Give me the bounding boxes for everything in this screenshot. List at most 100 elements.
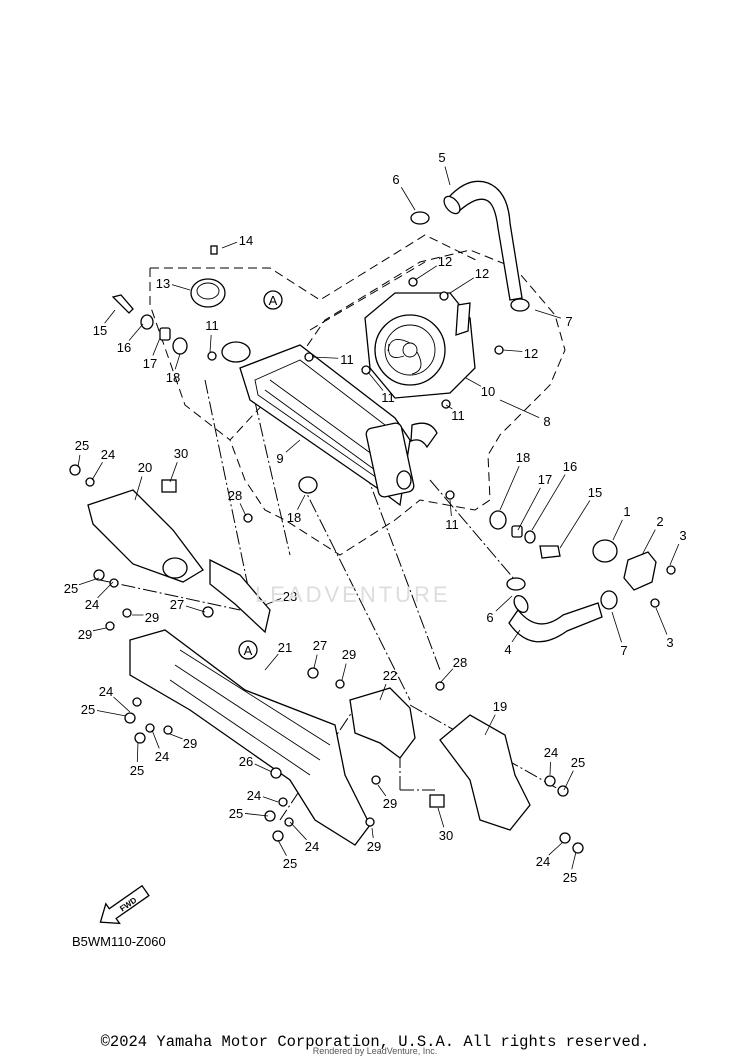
hose-clamp-7a	[510, 298, 530, 312]
callout-number-24: 24	[101, 447, 115, 462]
callout-number-6: 6	[392, 172, 399, 187]
callout-leader	[113, 696, 131, 713]
callout-number-16: 16	[563, 459, 577, 474]
bolt-15a	[111, 294, 134, 314]
callout-leader	[78, 577, 100, 586]
callout-number-30: 30	[439, 828, 453, 843]
callout-leader	[549, 761, 551, 776]
bracket-23	[209, 558, 271, 634]
callout-leader	[499, 399, 540, 419]
callout-number-7: 7	[565, 314, 572, 329]
callout-leader	[341, 663, 347, 681]
callout-number-21: 21	[278, 640, 292, 655]
callout-number-25: 25	[64, 581, 78, 596]
callout-number-12: 12	[475, 266, 489, 281]
callout-number-3: 3	[666, 635, 673, 650]
callout-number-19: 19	[493, 699, 507, 714]
hose-clamp-6b	[506, 577, 526, 591]
callout-leader	[134, 476, 143, 501]
callout-leader	[400, 187, 416, 211]
callout-number-17: 17	[143, 356, 157, 371]
callout-number-10: 10	[481, 384, 495, 399]
callout-leader	[465, 377, 482, 387]
callout-leader	[444, 166, 451, 186]
washer-16b	[524, 530, 536, 544]
callout-number-11: 11	[205, 318, 219, 333]
thermostat-housing-1	[592, 539, 618, 563]
callout-number-29: 29	[78, 627, 92, 642]
callout-leader	[495, 595, 513, 612]
callout-leader	[97, 581, 114, 599]
callout-leader	[502, 349, 523, 352]
callout-leader	[289, 821, 307, 841]
callout-leader	[262, 796, 279, 803]
washer-16a	[140, 314, 154, 330]
callout-leader	[437, 807, 445, 828]
callout-leader	[128, 323, 144, 341]
callout-leader	[209, 334, 212, 353]
callout-leader	[559, 500, 591, 549]
callout-leader	[277, 839, 287, 856]
callout-number-29: 29	[145, 610, 159, 625]
assembly-outline-upper	[149, 249, 566, 556]
callout-number-18: 18	[166, 370, 180, 385]
callout-number-24: 24	[305, 839, 319, 854]
callout-leader	[367, 371, 384, 391]
callout-number-5: 5	[438, 150, 445, 165]
rendered-by-note: Rendered by LeadVenture, Inc.	[312, 1046, 438, 1056]
hose-clamp-7b	[600, 590, 618, 610]
callout-number-25: 25	[81, 702, 95, 717]
chain-line-1	[204, 379, 256, 621]
callout-number-12: 12	[524, 346, 538, 361]
callout-number-25: 25	[130, 763, 144, 778]
callout-leader	[371, 827, 374, 839]
copyright-notice: ©2024 Yamaha Motor Corporation, U.S.A. A…	[100, 1033, 650, 1051]
callout-leader	[297, 494, 306, 510]
callout-number-23: 23	[283, 589, 297, 604]
callout-number-24: 24	[155, 749, 169, 764]
callout-leader	[169, 733, 183, 740]
callout-leader	[185, 605, 206, 613]
callout-number-11: 11	[451, 408, 465, 423]
callout-number-24: 24	[85, 597, 99, 612]
chain-line-9	[409, 704, 561, 791]
callout-number-26: 26	[239, 754, 253, 769]
chain-line-2	[249, 379, 291, 556]
callout-leader	[377, 784, 387, 797]
callout-number-18: 18	[287, 510, 301, 525]
callout-number-15: 15	[588, 485, 602, 500]
callout-number-4: 4	[504, 642, 511, 657]
callout-leader	[612, 519, 623, 541]
callout-leader	[669, 543, 680, 566]
right-shroud	[439, 714, 531, 831]
callout-number-8: 8	[543, 414, 550, 429]
lower-hose-end	[513, 594, 529, 614]
upper-hose	[447, 180, 523, 301]
chain-line-8	[99, 579, 241, 611]
callout-leader	[445, 404, 453, 410]
callout-number-29: 29	[383, 796, 397, 811]
callout-number-29: 29	[342, 647, 356, 662]
callout-leader	[484, 714, 496, 736]
callout-leader	[571, 851, 577, 870]
callout-leader	[91, 461, 103, 481]
bracket-22	[349, 687, 416, 759]
callout-number-25: 25	[75, 438, 89, 453]
callout-leader	[313, 654, 318, 669]
diagram-code: B5WM110-Z060	[72, 934, 166, 949]
callout-number-16: 16	[117, 340, 131, 355]
callout-number-29: 29	[183, 736, 197, 751]
callout-number-24: 24	[99, 684, 113, 699]
callout-number-18: 18	[516, 450, 530, 465]
callout-number-11: 11	[381, 390, 395, 405]
callout-number-12: 12	[438, 254, 452, 269]
callout-number-25: 25	[283, 856, 297, 871]
callout-number-20: 20	[138, 460, 152, 475]
callout-number-6: 6	[486, 610, 493, 625]
callout-leader	[244, 813, 269, 817]
assembly-outline-top	[150, 234, 481, 301]
callout-leader	[171, 284, 191, 291]
callout-number-25: 25	[229, 806, 243, 821]
callout-number-15: 15	[93, 323, 107, 338]
